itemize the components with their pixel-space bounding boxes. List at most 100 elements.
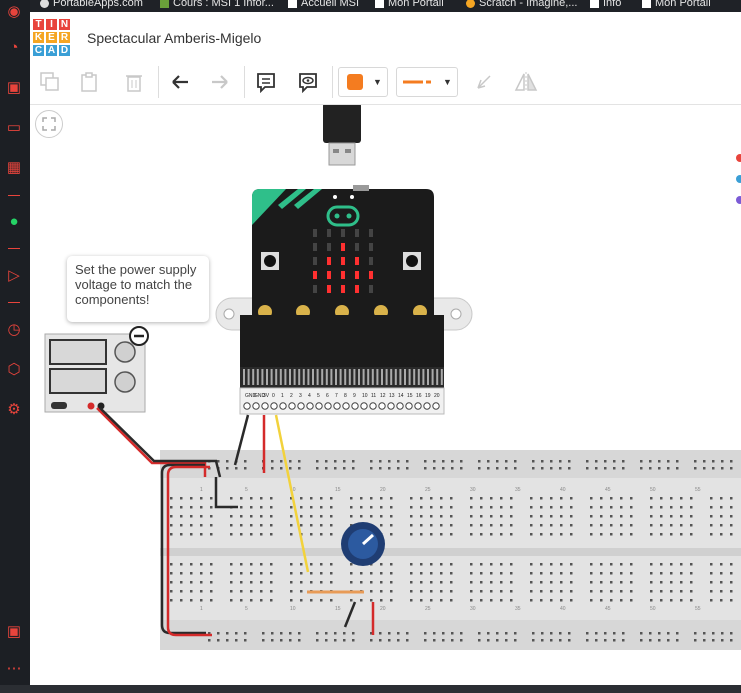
image-icon[interactable]: ▣ (6, 623, 22, 640)
fit-view-button[interactable] (35, 110, 63, 138)
logo-letter: C (32, 44, 45, 57)
power-supply[interactable] (44, 326, 149, 413)
led (369, 229, 373, 237)
pin-hole[interactable] (324, 402, 332, 410)
pin-hole[interactable] (315, 402, 323, 410)
led (341, 271, 345, 279)
pin-hole[interactable] (243, 402, 251, 410)
pin-hole[interactable] (279, 402, 287, 410)
bookmark-item[interactable]: Mon Portail (642, 0, 711, 10)
rotate-button[interactable] (468, 66, 500, 98)
globe-icon (40, 0, 49, 8)
pin-label: 13 (389, 393, 395, 399)
pin-hole[interactable] (261, 402, 269, 410)
led (369, 271, 373, 279)
bottom-bar (0, 685, 741, 693)
speedometer-icon[interactable]: ◔ (9, 38, 19, 56)
pin-hole[interactable] (297, 402, 305, 410)
bookmark-label: Mon Portail (655, 0, 711, 9)
pin-hole[interactable] (387, 402, 395, 410)
bookmark-item[interactable]: Info (590, 0, 621, 10)
led (355, 271, 359, 279)
potentiometer[interactable] (307, 522, 385, 594)
column-number: 10 (290, 606, 296, 612)
pin-hole[interactable] (414, 402, 422, 410)
clock-icon[interactable]: ◷ (7, 321, 21, 338)
led (313, 271, 317, 279)
pin-hole[interactable] (432, 402, 440, 410)
column-number: 45 (605, 487, 611, 493)
note-icon (257, 73, 275, 93)
pin-label: 11 (371, 393, 376, 399)
page-icon (288, 0, 297, 8)
led (341, 285, 345, 293)
column-number: 5 (245, 606, 248, 612)
divider (332, 66, 333, 98)
led (327, 229, 331, 237)
copy-button[interactable] (34, 66, 66, 98)
bookmark-item[interactable]: Accueil MSI (288, 0, 359, 10)
pin-label: 4 (308, 393, 311, 399)
pin-hole[interactable] (306, 402, 314, 410)
flip-button[interactable] (510, 66, 542, 98)
redo-button[interactable] (204, 66, 236, 98)
pin-hole[interactable] (270, 402, 278, 410)
divider (8, 195, 20, 196)
pin-hole[interactable] (396, 402, 404, 410)
pin-label: 0 (272, 393, 275, 399)
pin-hole[interactable] (342, 402, 350, 410)
bookmark-label: Mon Portail (388, 0, 444, 9)
pin-hole[interactable] (288, 402, 296, 410)
pin-hole[interactable] (360, 402, 368, 410)
led (313, 257, 317, 265)
pin-hole[interactable] (369, 402, 377, 410)
rotate-icon (477, 75, 491, 89)
paste-button[interactable] (74, 66, 106, 98)
delete-button[interactable] (118, 66, 150, 98)
pin-label: 1 (281, 393, 284, 399)
column-number: 25 (425, 606, 431, 612)
scratch-icon (466, 0, 475, 8)
bookmark-item[interactable]: PortableApps.com (40, 0, 143, 10)
pin-hole[interactable] (423, 402, 431, 410)
whatsapp-icon[interactable]: ● (9, 212, 19, 230)
bookmark-item[interactable]: Mon Portail (375, 0, 444, 10)
gamepad-icon[interactable]: ◉ (7, 3, 21, 20)
led (355, 229, 359, 237)
usb-cable[interactable] (323, 105, 361, 166)
twitch-icon[interactable]: ▭ (6, 119, 22, 136)
bookmark-item[interactable]: Scratch - Imagine,... (466, 0, 577, 10)
pin-hole[interactable] (378, 402, 386, 410)
column-number: 15 (335, 487, 341, 493)
undo-button[interactable] (164, 66, 196, 98)
wires[interactable] (96, 407, 375, 637)
pin-hole[interactable] (405, 402, 413, 410)
play-icon[interactable]: ▷ (8, 267, 20, 284)
notes-button[interactable] (250, 66, 282, 98)
pin-hole[interactable] (351, 402, 359, 410)
tinkercad-logo[interactable]: T I N K E R C A D (32, 18, 71, 57)
column-number: 45 (605, 606, 611, 612)
pin-hole[interactable] (333, 402, 341, 410)
briefcase-icon[interactable]: ▣ (6, 79, 22, 96)
app-header: T I N K E R C A D Spectacular Amberis-Mi… (30, 12, 741, 61)
gear-icon[interactable]: ⚙ (7, 401, 21, 418)
led (313, 285, 317, 293)
column-number: 30 (470, 606, 476, 612)
wire-color-dropdown[interactable]: ▼ (396, 67, 458, 97)
divider (8, 248, 20, 249)
toggle-notes-button[interactable] (292, 66, 324, 98)
cube-icon[interactable]: ⬡ (7, 361, 21, 378)
bookmark-item[interactable]: Cours : MSI 1 Infor... (160, 0, 274, 10)
project-title[interactable]: Spectacular Amberis-Migelo (87, 30, 262, 46)
browser-sidebar: ◉ ◔ ▣ ▭ ▦ ● ▷ ◷ ⬡ ⚙ ▣ ⋯ (0, 0, 30, 693)
chip-icon[interactable]: ▦ (6, 159, 22, 176)
more-icon[interactable]: ⋯ (6, 660, 22, 677)
led (369, 243, 373, 251)
fill-color-dropdown[interactable]: ▼ (338, 67, 388, 97)
pin-hole[interactable] (252, 402, 260, 410)
